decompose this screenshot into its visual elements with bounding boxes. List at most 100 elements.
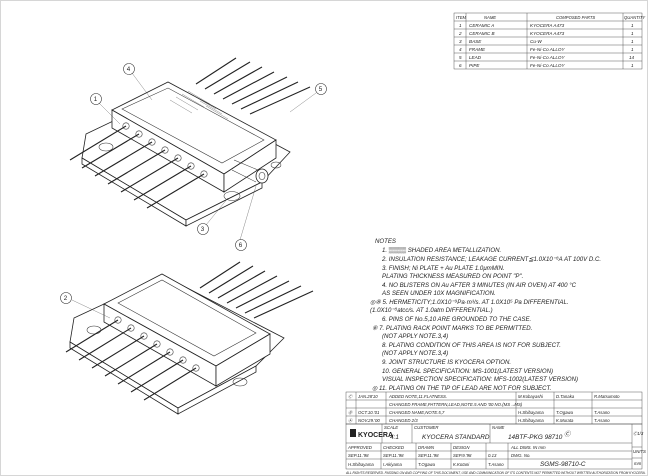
drawn-label: DRAWN: [418, 445, 435, 450]
rev-extra-desc: CHANGED FRAME,PATTERN,LEAD,NOTE.5 AND '0…: [389, 402, 523, 407]
pipe: [231, 159, 269, 184]
bom-header-parts: COMPOSED PARTS: [556, 15, 595, 20]
design-by: K.Kotani: [453, 462, 470, 467]
bom-row-3-name: BASE: [469, 39, 482, 44]
callout-1: 1: [94, 96, 98, 103]
checked-date: SEP.11.'98: [383, 453, 404, 458]
bom-row-1-qty: 1: [631, 23, 634, 28]
bom-row-5-item: 5: [459, 55, 462, 60]
front-feedthrough-ports: [122, 122, 208, 178]
sheet-number: Ⓒ1/3: [633, 431, 644, 436]
bom-row-4-item: 4: [459, 47, 462, 52]
rev-c-checked: D.Tanaka: [556, 394, 575, 399]
bom-row-6-item: 6: [459, 63, 462, 68]
design-date: SEP.9.'98: [453, 453, 472, 458]
rev-a-checked: K.Murata: [556, 418, 574, 423]
drawn-by: T.Ogawa: [418, 462, 436, 467]
rev-b-checked: T.Ogawa: [556, 410, 574, 415]
package-view-top: [69, 57, 317, 241]
package-view-bottom: [65, 261, 314, 415]
bom-row-2-parts: KYOCERA A473: [530, 31, 565, 36]
rev-c-approved: R.Matsumoto: [594, 394, 620, 399]
revision-table: Ⓒ JAN.28'10 ADDED NOTE,11.FLATNESS. M.Ko…: [345, 391, 643, 425]
logo-text: KYOCERA: [358, 432, 393, 439]
approved-by: H.Shibayama: [348, 462, 374, 467]
unit-label: UNITS: [633, 449, 646, 454]
bom-row-2-qty: 1: [631, 31, 634, 36]
checked-by: I.Akiyama: [383, 462, 402, 467]
rev-a-mark: Ⓐ: [348, 418, 353, 423]
rev-b-drawn: H.Shibayama: [518, 410, 544, 415]
bom-row-4-qty: 1: [631, 47, 634, 52]
bom-row-3-item: 3: [459, 39, 462, 44]
approved-date: SEP.11.'98: [348, 453, 369, 458]
bom-row-6-qty: 1: [631, 63, 634, 68]
dwg-no-label: DWG. No.: [511, 453, 531, 458]
note-line-13: (NOT APPLY NOTE.3,4): [382, 350, 448, 357]
note-line-14: 9. JOINT STRUCTURE IS KYOCERA OPTION.: [382, 359, 511, 366]
callouts: 1 4 5 3 6 2: [60, 63, 327, 304]
note-line-16: VISUAL INSPECTION SPECIFICATION: MFS-100…: [382, 376, 578, 383]
note-line-3: 3. FINISH; Ni PLATE + Au PLATE 1.0μmMIN.: [382, 265, 505, 272]
customer-value: KYOCERA STANDARD: [422, 434, 490, 441]
bom-rows: 1 CERAMIC A KYOCERA A473 1 2 CERAMIC B K…: [458, 23, 635, 68]
copyright-footer: ALL RIGHTS RESERVED. PASSING ON AND COPY…: [345, 471, 646, 475]
bom-row-6-parts: Fe-Ni-Co ALLOY: [530, 63, 565, 68]
back-leads: [195, 57, 311, 115]
customer-label: CUSTOMER: [414, 425, 439, 430]
note-line-8: (1.0X10⁻⁸atcc/s. AT 1.0atm DIFFERENTIAL.…: [370, 307, 493, 314]
note-line-5: 4. NO BLISTERS ON Au AFTER 3 MINUTES (IN…: [382, 282, 577, 289]
note-line-11: (NOT APPLY NOTE.3,4): [382, 333, 448, 340]
note-line-7: ◎⑧ 5. HERMETICITY;1.0X10⁻⁹Pa·m³/s. AT 1.…: [370, 299, 569, 306]
bom-row-1-parts: KYOCERA A473: [530, 23, 565, 28]
scale-value: 4:1: [390, 434, 399, 441]
drawing-name: 14BTF-PKG 98710: [508, 434, 563, 441]
rev-b-date: OCT.10.'01: [358, 410, 380, 415]
bom-row-3-parts: Cu-W: [530, 39, 542, 44]
callout-2: 2: [64, 295, 68, 302]
bom-row-5-parts: Fe-Ni-Co ALLOY: [530, 55, 565, 60]
rev-a-date: NOV.29.'00: [358, 418, 380, 423]
front-feedthrough-ports-lower: [114, 316, 200, 372]
cavity-leads: [169, 90, 229, 120]
bom-row-5-name: LEAD: [469, 55, 482, 60]
bom-row-2-item: 2: [458, 31, 462, 36]
front-leads: [69, 125, 205, 209]
bom-row-1-item: 1: [459, 23, 462, 28]
rev-b-approved: T.Asano: [594, 410, 610, 415]
rev-b-desc: CHANGED NAME,NOTE.5,7: [389, 410, 445, 415]
front-leads-lower: [65, 319, 197, 401]
kyocera-logo: KYOCERA: [350, 429, 393, 439]
bom-row-2-name: CERAMIC B: [469, 31, 495, 36]
rev-c-mark: Ⓒ: [348, 394, 353, 399]
bom-row-4-parts: Fe-Ni-Co ALLOY: [530, 47, 565, 52]
title-block: KYOCERA SCALE 4:1 CUSTOMER KYOCERA STAND…: [345, 423, 646, 470]
bom-row-4-name: FRAME: [469, 47, 486, 52]
dwg-no: SGMS-98710-C: [540, 461, 586, 468]
note-line-15: 10. GENERAL SPECIFICATION: MS-1001(LATES…: [382, 368, 553, 375]
bom-header-item: ITEM: [456, 15, 467, 20]
bom-header-name: NAME: [484, 15, 496, 20]
extra-by: T.Asano: [488, 462, 504, 467]
rev-a-drawn: H.Shibayama: [518, 418, 544, 423]
note-line-6: AS SEEN UNDER 10X MAGNIFICATION.: [381, 290, 496, 297]
rev-b-mark: Ⓑ: [348, 410, 353, 415]
note-line-1: 1. ▒▒▒▒ SHADED AREA METALLIZATION.: [382, 246, 501, 254]
drawing-name-rev: Ⓒ: [564, 430, 572, 438]
design-label: DESIGN: [453, 445, 470, 450]
unit-value: mm: [634, 461, 642, 466]
note-line-17: ◎ 11. PLATING ON THE TIP OF LEAD ARE NOT…: [372, 385, 552, 392]
callout-6: 6: [239, 242, 243, 249]
checked-label: CHECKED: [383, 445, 404, 450]
note-line-9: 6. PINS OF No.5,10 ARE GROUNDED TO THE C…: [382, 316, 531, 323]
approved-label: APPROVED: [347, 445, 372, 450]
bom-row-5-qty: 14: [629, 55, 635, 60]
bom-row-1-name: CERAMIC A: [469, 23, 494, 28]
callout-3: 3: [201, 226, 205, 233]
back-leads-lower: [199, 261, 314, 319]
bom-row-3-qty: 1: [631, 39, 634, 44]
note-line-4: PLATING THICKNESS MEASURED ON POINT "P".: [382, 273, 523, 280]
rev-c-date: JAN.28'10: [357, 394, 378, 399]
drawn-date: SEP.11.'98: [418, 453, 439, 458]
